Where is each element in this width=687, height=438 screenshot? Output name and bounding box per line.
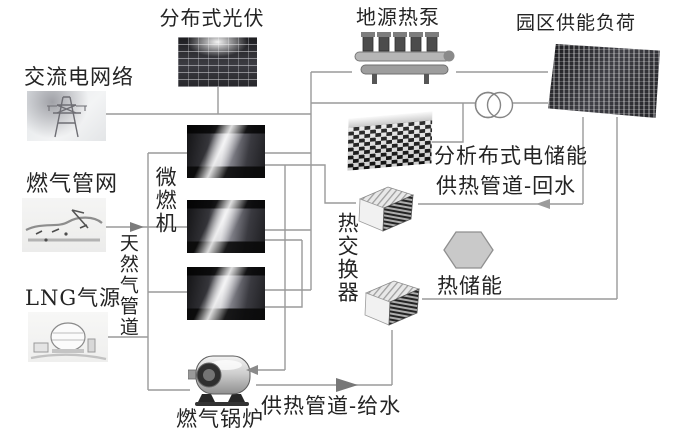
natural-gas-pipeline-label: 天然气管道 bbox=[116, 233, 139, 338]
pv-label: 分布式光伏 bbox=[159, 6, 265, 30]
electric-lines bbox=[106, 71, 548, 291]
heat-exchanger-photo-2 bbox=[362, 277, 422, 331]
heat-exchanger-cube-icon bbox=[358, 186, 415, 232]
park-load-photo bbox=[548, 44, 660, 118]
heat-exchanger-label: 热交换器 bbox=[335, 212, 360, 304]
micro-turbine-label: 微燃机 bbox=[153, 166, 178, 235]
thermal-storage-hexagon-icon bbox=[443, 231, 494, 269]
lng-source-label: LNG气源 bbox=[25, 286, 122, 310]
lng-tank-icon bbox=[30, 322, 107, 361]
power-tower-icon bbox=[47, 96, 87, 138]
gas-network-photo bbox=[22, 198, 106, 252]
gas-network-label: 燃气管网 bbox=[26, 172, 119, 197]
heat-lines bbox=[256, 117, 618, 386]
heat-pump-machine-icon bbox=[354, 32, 455, 84]
pv-photo bbox=[178, 37, 257, 87]
ac-grid-photo bbox=[27, 91, 106, 141]
thermal-storage-label: 热储能 bbox=[437, 274, 503, 298]
heat-exchanger-photo-1 bbox=[356, 183, 416, 237]
gas-boiler-label: 燃气锅炉 bbox=[176, 407, 264, 431]
heat-pump-label: 地源热泵 bbox=[356, 5, 440, 29]
park-load-label: 园区供能负荷 bbox=[515, 12, 636, 34]
ac-grid-label: 交流电网络 bbox=[24, 65, 134, 89]
return-flow-arrow-icon bbox=[536, 199, 550, 209]
lng-source-photo bbox=[28, 312, 108, 362]
transformer-icon bbox=[474, 91, 514, 119]
boiler-return-arrow-icon bbox=[246, 365, 258, 375]
gas-flow-arrow-icon bbox=[130, 222, 144, 232]
boiler-icon bbox=[188, 355, 251, 406]
micro-turbine-photo-2 bbox=[187, 200, 265, 253]
heat-pump-photo bbox=[352, 28, 456, 90]
micro-turbine-photo-3 bbox=[187, 267, 265, 320]
distributed-storage-label: 分析布式电储能 bbox=[434, 144, 588, 168]
gas-boiler-photo bbox=[188, 352, 256, 408]
heating-return-label: 供热管道-回水 bbox=[436, 174, 577, 198]
pipeline-sketch-icon bbox=[25, 209, 103, 242]
heating-supply-label: 供热管道-给水 bbox=[261, 394, 402, 418]
micro-turbine-photo-1 bbox=[187, 125, 265, 178]
heat-exchanger-cube-icon bbox=[364, 280, 421, 326]
supply-flow-arrow-icon bbox=[336, 378, 358, 392]
